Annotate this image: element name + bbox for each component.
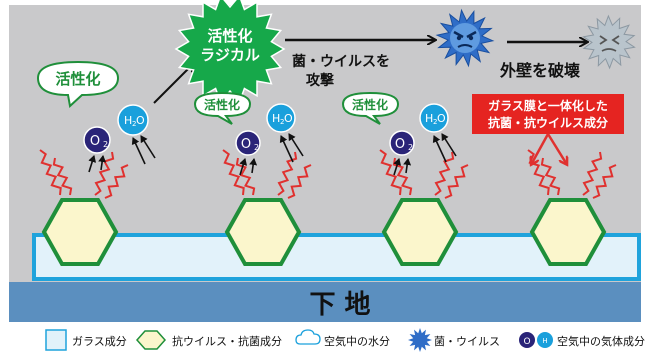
oxygen-label: O (241, 137, 251, 152)
callout-box: ガラス膜と一体化した 抗菌・抗ウイルス成分 (472, 94, 624, 134)
radical-label-line2: ラジカル (200, 46, 260, 64)
callout-arrow (532, 133, 550, 163)
wavy-heat-icon (222, 149, 245, 196)
hexagon-icon (224, 198, 302, 266)
legend-label-water: 空気中の水分 (324, 334, 390, 348)
water-subscript: 2 (132, 120, 136, 128)
radical-label-line1: 活性化 (207, 27, 252, 45)
base-substrate (9, 282, 641, 322)
arrow-icon (249, 158, 258, 174)
arrow-icon (279, 135, 294, 163)
virus-icon (435, 8, 495, 68)
wavy-heat-icon (52, 157, 73, 196)
legend-label-glass: ガラス成分 (72, 335, 127, 348)
water-icon (266, 103, 296, 133)
water-icon (537, 332, 553, 348)
wavy-heat-icon (39, 149, 62, 196)
destroyed-virus-icon (582, 14, 636, 70)
legend-glass-swatch (45, 329, 67, 351)
bubble-label-3: 活性化 (352, 97, 388, 112)
bubble-label-2: 活性化 (204, 97, 240, 112)
attack-label-line1: 菌・ウイルスを (292, 53, 390, 70)
water-label-h: H (425, 112, 433, 125)
water-label-h: H (124, 114, 132, 127)
callout-line2: 抗菌・抗ウイルス成分 (488, 115, 608, 130)
result-label: 外壁を破壊 (499, 61, 581, 80)
wavy-heat-icon (94, 151, 115, 196)
water-icon (117, 104, 149, 136)
oxygen-subscript: 2 (408, 143, 413, 152)
arrow-icon (140, 135, 156, 159)
cloud-bubble-icon (295, 329, 321, 345)
hexagon-icon (529, 198, 607, 266)
callout-arrow (546, 133, 566, 163)
cloud-bubble-icon: 活性化 (193, 91, 252, 125)
wavy-heat-icon (592, 164, 617, 199)
oxygen-label: O (395, 137, 405, 152)
arrow-icon (88, 155, 97, 173)
hexagon-icon (381, 198, 459, 266)
svg-text:O: O (523, 337, 530, 347)
water-icon (419, 103, 449, 133)
arrow-icon (288, 133, 304, 157)
arrow-icon (131, 137, 146, 165)
cloud-bubble-icon: 活性化 (36, 60, 120, 108)
legend-label-gas: 空気中の気体成分 (557, 334, 645, 348)
oxygen-icon (235, 130, 261, 156)
attack-label-line2: 攻撃 (306, 72, 334, 89)
arrow-icon (98, 155, 107, 171)
wavy-heat-icon (235, 157, 256, 196)
svg-text:H: H (542, 337, 547, 345)
water-subscript: 2 (280, 118, 284, 126)
wavy-heat-icon (287, 164, 312, 199)
wavy-heat-icon (582, 151, 603, 196)
legend: ガラス成分 抗ウイルス・抗菌成分 空気中の水分 菌・ウイルス O H 空気中の気… (45, 328, 645, 352)
bubble-label-1: 活性化 (55, 70, 100, 88)
oxygen-icon (389, 130, 415, 156)
callout-line1: ガラス膜と一体化した (488, 98, 608, 113)
virus-icon (408, 328, 432, 352)
arrow-icon (441, 133, 457, 157)
legend-label-antiviral: 抗ウイルス・抗菌成分 (172, 334, 282, 348)
arrow-icon (393, 158, 402, 176)
oxygen-icon (83, 126, 111, 154)
legend-label-virus: 菌・ウイルス (434, 335, 500, 348)
water-subscript: 2 (433, 118, 437, 126)
cloud-bubble-icon: 活性化 (341, 91, 400, 125)
wavy-heat-icon (379, 149, 402, 196)
base-label: 下 地 (309, 290, 370, 320)
arrow-icon (403, 158, 412, 174)
wavy-heat-icon (444, 164, 469, 199)
starburst-icon: 活性化 ラジカル (174, 0, 286, 104)
water-label-o: O (437, 112, 446, 125)
arrow-icon (432, 135, 447, 163)
oxygen-icon (519, 332, 535, 348)
wavy-heat-icon (104, 164, 129, 199)
arrow-icon (239, 158, 248, 176)
hexagon-icon (135, 330, 167, 350)
arrow-icon (153, 64, 193, 104)
water-label-h: H (272, 112, 280, 125)
wavy-heat-icon (434, 151, 455, 196)
water-label-o: O (284, 112, 293, 125)
oxygen-subscript: 2 (254, 143, 259, 152)
oxygen-subscript: 2 (103, 140, 108, 149)
wavy-heat-icon (277, 151, 298, 196)
water-label-o: O (136, 114, 145, 127)
wavy-heat-icon (540, 157, 561, 196)
oxygen-label: O (90, 134, 100, 149)
hexagon-icon (41, 198, 119, 266)
